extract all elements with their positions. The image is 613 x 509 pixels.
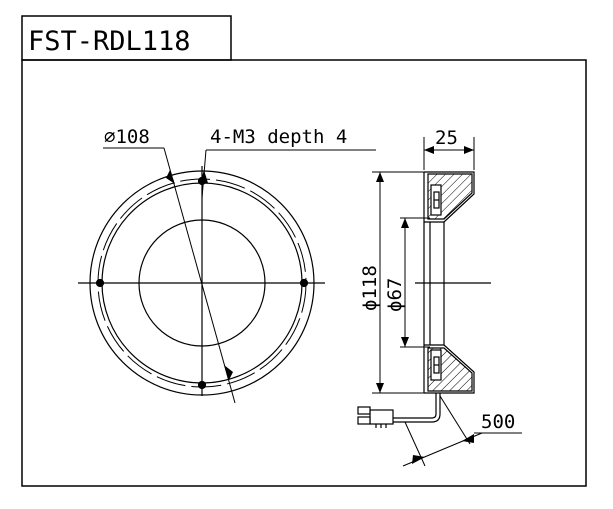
inner-opening-circle xyxy=(138,219,266,347)
cable-length-dimension xyxy=(402,395,522,467)
outer-diameter-front-label: ⌀108 xyxy=(104,126,150,148)
inner-diameter-dimension xyxy=(400,217,430,348)
mount-hole-left xyxy=(95,278,105,288)
drawing-frame xyxy=(21,59,587,487)
inner-diameter-label: ϕ67 xyxy=(384,278,406,312)
thickness-dimension xyxy=(423,137,475,170)
side-body-top xyxy=(424,171,475,223)
mount-hole-label: 4-M3 depth 4 xyxy=(210,126,347,148)
thickness-label: 25 xyxy=(435,127,458,149)
outer-diameter-label: ϕ118 xyxy=(359,265,381,311)
mount-hole-right xyxy=(299,278,309,288)
mount-hole-leader xyxy=(200,149,376,199)
side-view xyxy=(415,171,491,394)
outer-diameter-dimension xyxy=(372,171,424,394)
part-title: FST-RDL118 xyxy=(28,26,191,57)
cable xyxy=(393,393,441,423)
cable-connector xyxy=(357,406,394,428)
mount-hole-bottom xyxy=(197,380,207,390)
diameter-leader xyxy=(103,147,236,404)
side-body-bottom xyxy=(424,344,475,394)
outer-ring-circle xyxy=(89,170,315,396)
cable-length-label: 500 xyxy=(481,411,515,433)
